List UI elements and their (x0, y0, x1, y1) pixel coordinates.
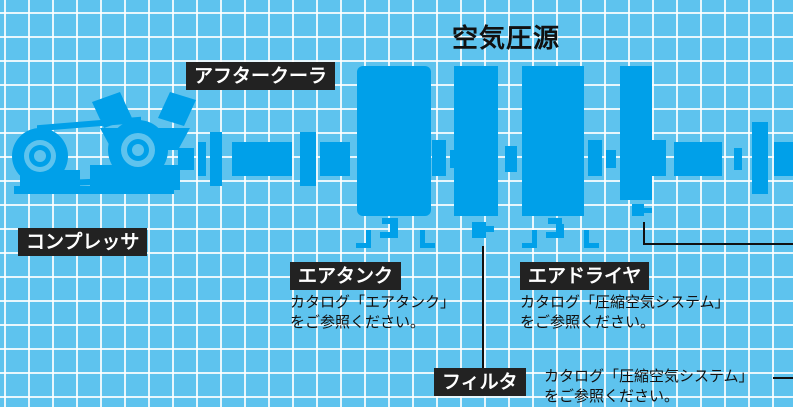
filter-note-line1: カタログ「圧縮空気システム」 (544, 367, 754, 385)
air-dryer-note: カタログ「圧縮空気システム」 をご参照ください。 (520, 292, 730, 332)
air-tank-note: カタログ「エアタンク」 をご参照ください。 (290, 292, 455, 332)
label-compressor: コンプレッサ (18, 228, 148, 256)
label-filter: フィルタ (434, 368, 526, 396)
air-dryer-illustration (522, 66, 599, 248)
label-air-dryer: エアドライヤ (520, 262, 650, 290)
air-dryer-note-line1: カタログ「圧縮空気システム」 (520, 293, 730, 311)
air-tank-note-line1: カタログ「エアタンク」 (290, 293, 456, 311)
air-tank-note-line2: をご参照ください。 (290, 313, 426, 331)
filter-illustration (454, 66, 498, 238)
label-air-tank: エアタンク (290, 262, 402, 290)
separator-illustration (620, 66, 652, 216)
filter-note: カタログ「圧縮空気システム」 をご参照ください。 (544, 366, 754, 406)
label-aftercooler: アフタークーラ (186, 62, 336, 90)
air-dryer-note-line2: をご参照ください。 (520, 313, 656, 331)
piping (178, 122, 793, 194)
diagram-title: 空気圧源 (452, 24, 561, 54)
filter-note-line2: をご参照ください。 (544, 387, 680, 405)
leader-lines (482, 222, 793, 379)
compressor-illustration (12, 92, 196, 194)
air-tank-illustration (356, 66, 435, 248)
